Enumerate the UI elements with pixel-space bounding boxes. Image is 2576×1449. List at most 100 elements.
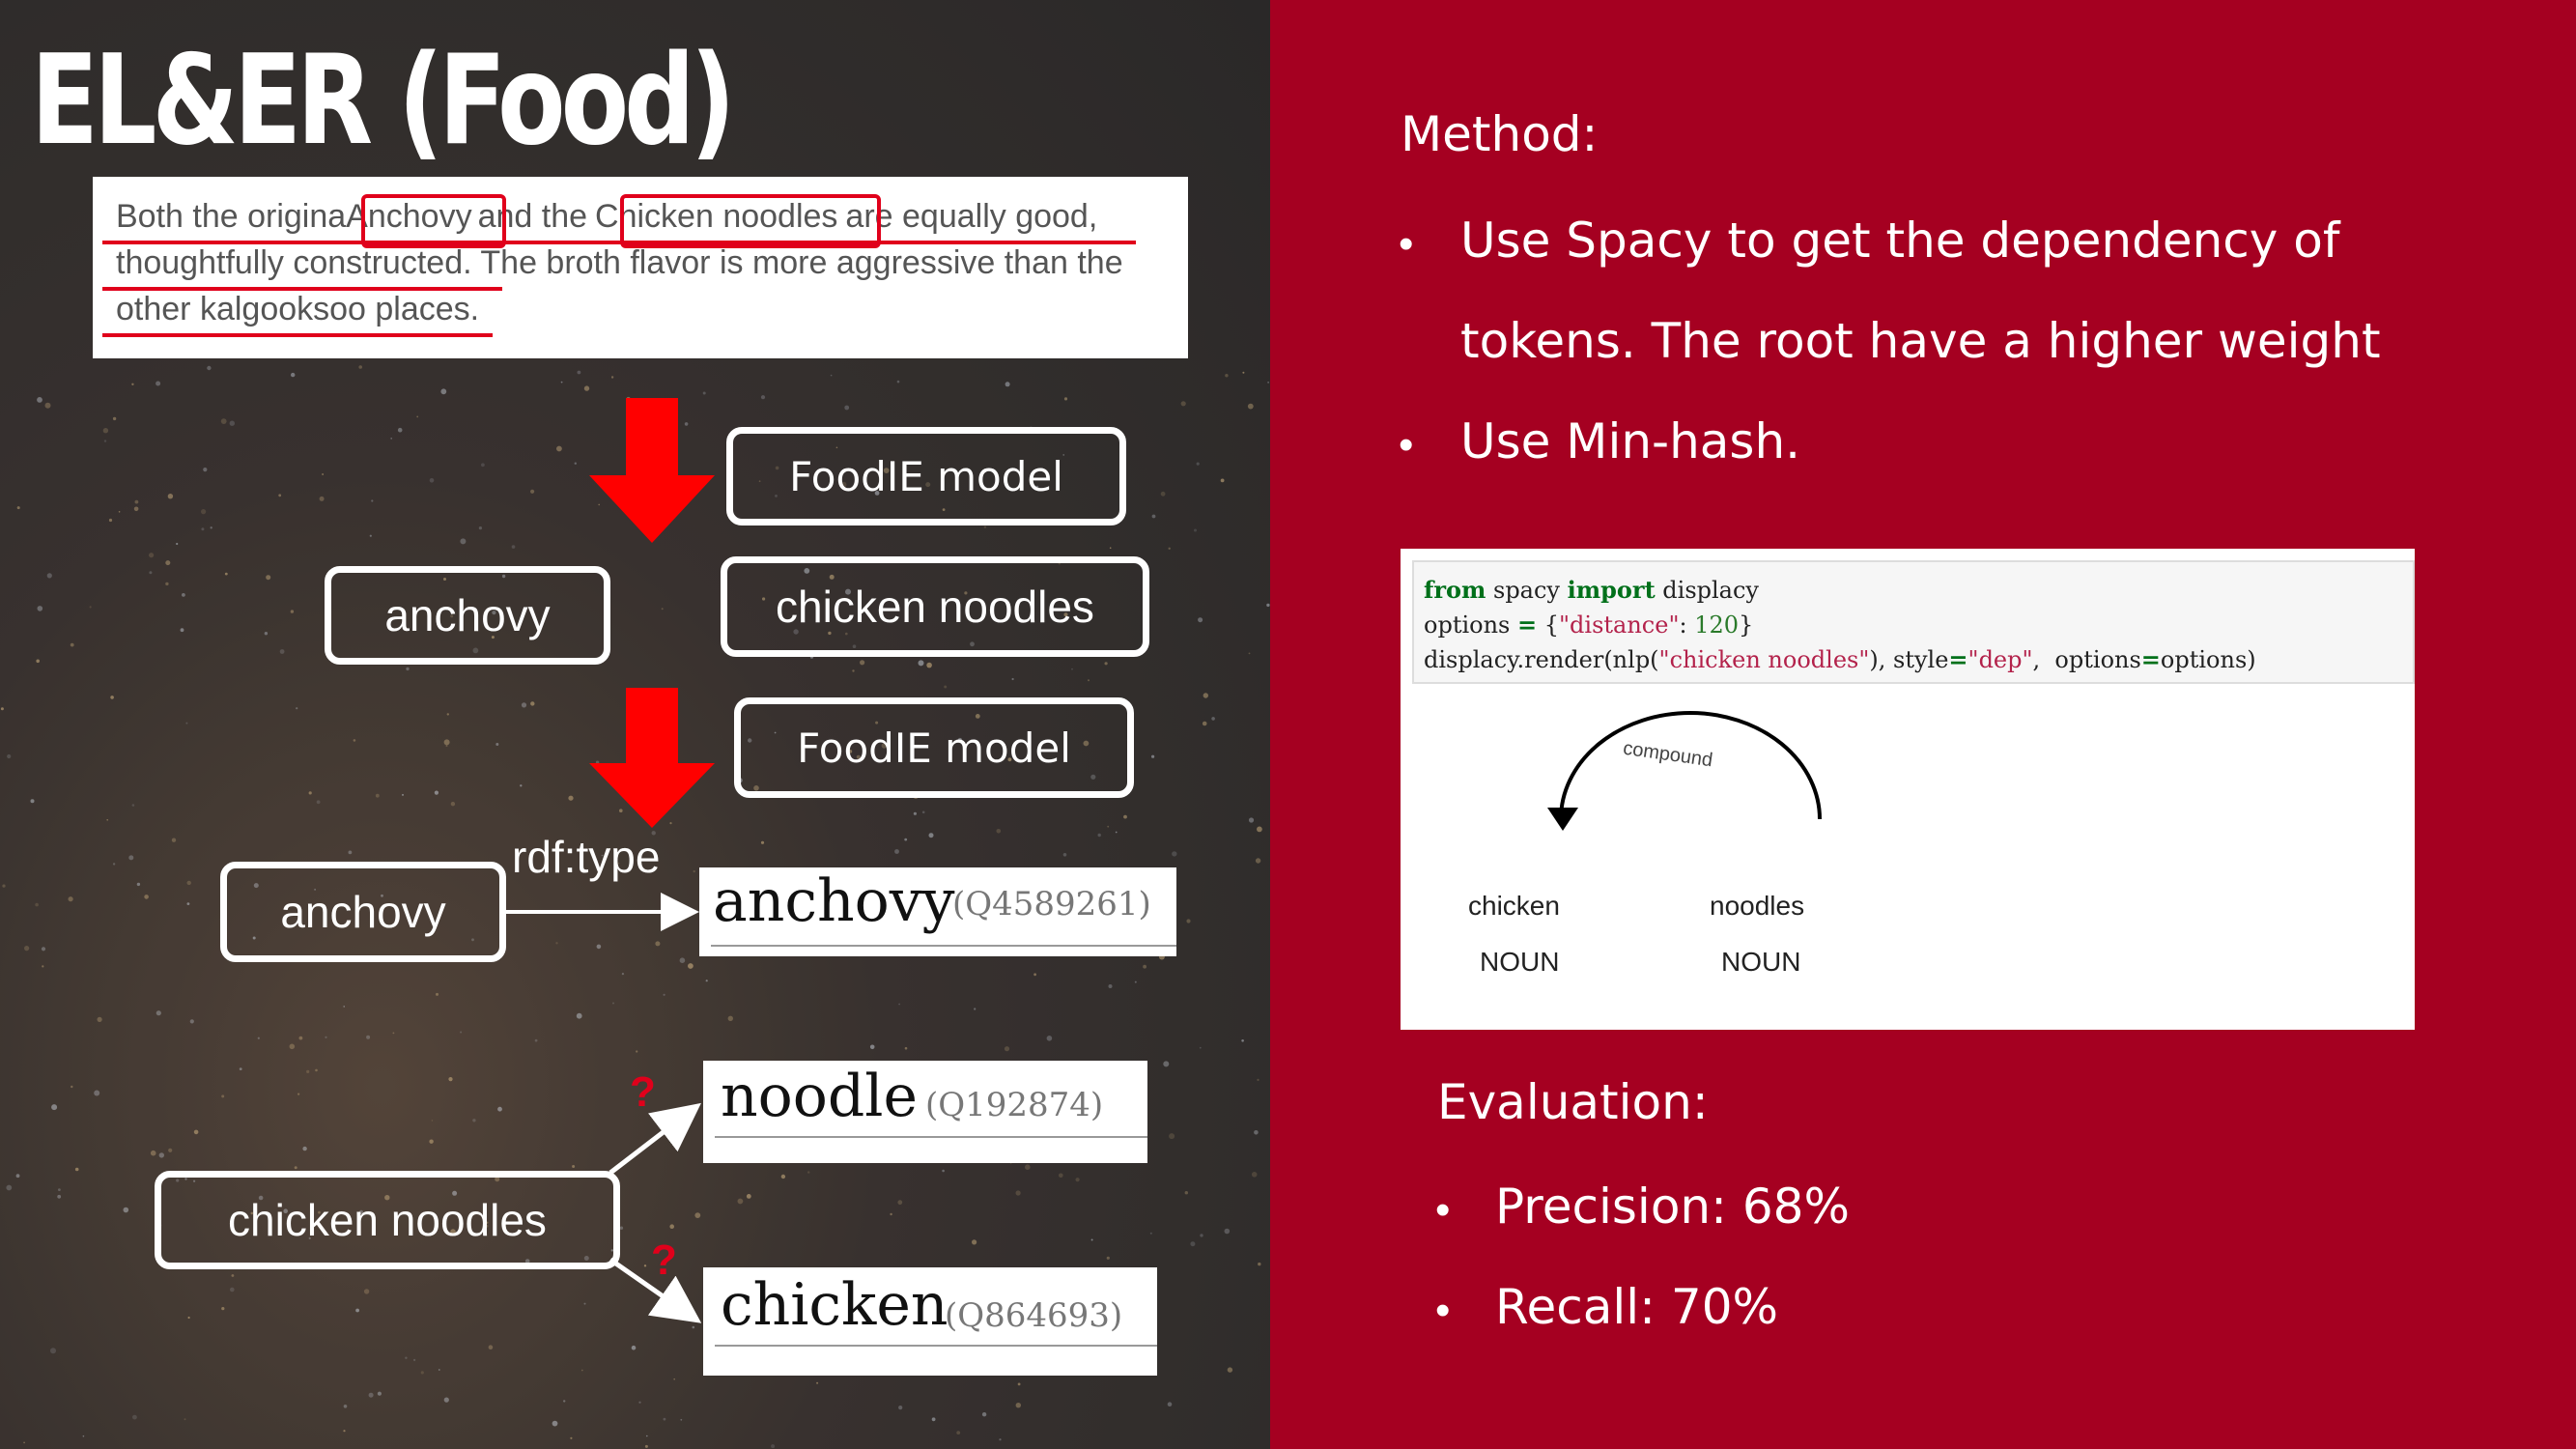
city-light — [416, 415, 419, 418]
city-light — [1059, 1173, 1063, 1179]
city-light — [429, 478, 435, 483]
city-light — [253, 883, 259, 889]
city-light — [852, 644, 857, 648]
city-light — [358, 365, 363, 369]
city-light — [36, 659, 40, 664]
city-light — [572, 1165, 576, 1168]
city-light — [193, 1179, 196, 1182]
city-light — [913, 811, 918, 815]
city-light — [30, 799, 35, 804]
city-light — [631, 1345, 637, 1350]
city-light — [845, 632, 848, 636]
code-text: ), style — [1869, 646, 1949, 673]
city-light — [24, 946, 30, 952]
city-light — [1071, 668, 1073, 670]
city-light — [471, 938, 474, 942]
city-light — [1241, 1039, 1244, 1042]
dependency-arc — [1547, 711, 1822, 831]
city-light — [110, 696, 114, 699]
city-light — [297, 1093, 300, 1095]
city-light — [1107, 825, 1110, 828]
question-mark-1: ? — [630, 1068, 656, 1116]
city-light — [348, 850, 353, 855]
city-light — [452, 1190, 458, 1196]
code-line-1: from spacy import displacy — [1424, 576, 1759, 604]
city-light — [132, 1414, 137, 1420]
city-light — [319, 496, 325, 501]
city-light — [1199, 1046, 1202, 1049]
city-light — [727, 1015, 733, 1022]
mention-phrase: thoughtfully constructed — [116, 244, 464, 281]
city-light — [829, 574, 835, 580]
city-light — [1134, 980, 1137, 983]
source-anchovy-box: anchovy — [220, 862, 506, 962]
city-light — [102, 428, 109, 434]
city-light — [82, 1435, 85, 1437]
city-light — [165, 560, 171, 566]
city-light — [760, 840, 765, 844]
city-light — [176, 1179, 180, 1182]
down-arrow-1 — [589, 398, 715, 543]
city-light — [1258, 1262, 1261, 1266]
city-light — [450, 614, 454, 618]
city-light — [1254, 1130, 1259, 1135]
city-light — [775, 495, 778, 497]
question-mark-2: ? — [651, 1236, 677, 1284]
city-light — [258, 1195, 264, 1201]
city-light — [229, 420, 235, 426]
city-light — [926, 662, 932, 668]
city-light — [128, 855, 134, 861]
code-text: displacy.render(nlp( — [1424, 646, 1659, 673]
city-light — [89, 606, 92, 609]
city-light — [1211, 717, 1215, 721]
method-heading: Method: — [1401, 106, 1599, 162]
city-light — [1267, 382, 1269, 384]
city-light — [520, 784, 523, 787]
extracted-chicken-noodles-box: chicken noodles — [721, 556, 1149, 657]
code-text: , options — [2032, 646, 2141, 673]
review-text: Both the origina — [116, 198, 347, 235]
city-light — [436, 992, 439, 996]
code-text: spacy — [1486, 577, 1568, 604]
city-light — [501, 574, 506, 579]
city-light — [898, 1406, 903, 1410]
code-string: "dep" — [1967, 646, 2033, 673]
city-light — [758, 480, 761, 483]
code-text: options — [1424, 611, 1517, 639]
city-light — [406, 667, 410, 671]
city-light — [443, 1397, 449, 1403]
city-light — [134, 499, 139, 504]
city-light — [931, 1417, 936, 1422]
city-light — [904, 838, 908, 841]
city-light — [619, 1226, 624, 1230]
city-light — [221, 1307, 225, 1311]
city-light — [103, 440, 107, 442]
city-light — [6, 1184, 13, 1191]
city-light — [381, 894, 383, 897]
city-light — [896, 380, 900, 384]
city-light — [617, 862, 620, 865]
city-light — [1033, 973, 1036, 977]
mention-anchovy: Anchovy — [346, 198, 472, 235]
city-light — [598, 503, 600, 506]
city-light — [804, 568, 810, 574]
city-light — [186, 880, 191, 886]
city-light — [353, 739, 356, 742]
city-light — [368, 1392, 374, 1398]
code-line-3: displacy.render(nlp("chicken noodles"), … — [1424, 645, 2256, 673]
city-light — [358, 1209, 364, 1215]
city-light — [1015, 1403, 1022, 1408]
city-light — [1227, 1367, 1233, 1373]
foodie-model-box-2: FoodIE model — [734, 697, 1134, 798]
city-light — [74, 1167, 79, 1172]
city-light — [1075, 1178, 1080, 1182]
city-light — [149, 553, 155, 558]
city-light — [663, 1417, 666, 1421]
city-light — [1224, 1228, 1231, 1235]
city-light — [844, 405, 850, 411]
city-light — [420, 1371, 424, 1375]
city-light — [845, 588, 851, 595]
city-light — [186, 902, 190, 905]
city-light — [472, 647, 479, 654]
city-light — [688, 963, 694, 969]
